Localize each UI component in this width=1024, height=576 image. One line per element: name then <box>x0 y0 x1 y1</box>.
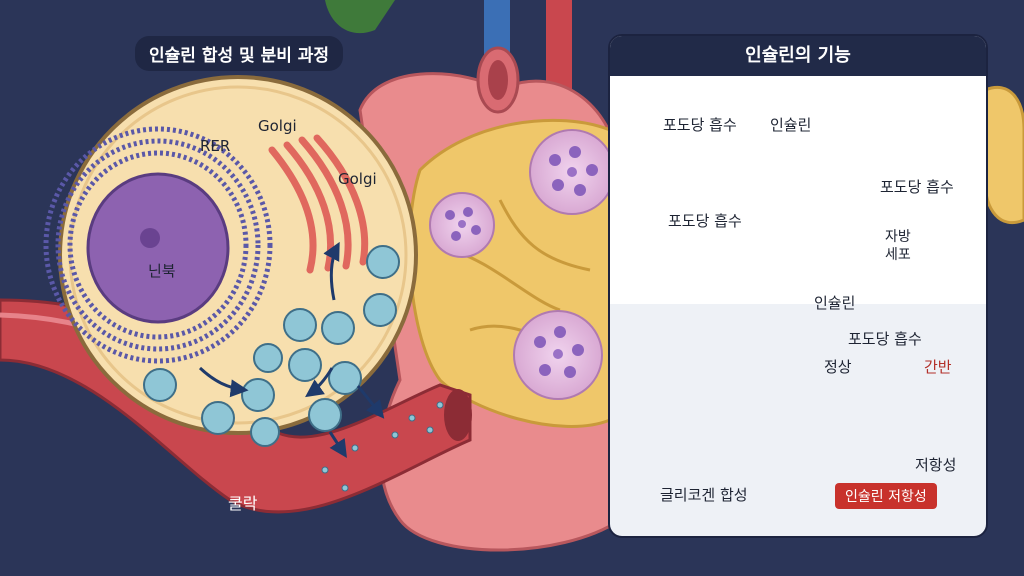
beta-cell <box>58 75 418 435</box>
islet-2 <box>529 129 615 215</box>
blood-insulin-particles <box>321 401 444 492</box>
nucleolus <box>140 228 160 248</box>
islet-3 <box>513 310 603 400</box>
islet-1 <box>429 192 495 258</box>
granule-path-arrow-1 <box>323 241 340 301</box>
green-vessel <box>325 0 395 34</box>
insulin-granules <box>143 245 400 447</box>
label-nucleus: 닌북 <box>148 262 176 280</box>
label-glycogen: 글리코겐 합성 <box>660 486 748 504</box>
secretion-arrow-2 <box>328 431 347 459</box>
nucleus <box>86 172 230 324</box>
label-resistance-small: 저항성 <box>915 456 957 474</box>
label-fat-1: 자방 <box>885 229 911 245</box>
label-insulin-mid: 인슐린 <box>814 294 856 312</box>
label-glucose-circle: 포도당 흡수 <box>668 212 742 230</box>
label-insulin-top: 인슐린 <box>770 116 812 134</box>
label-rer: RER <box>200 137 231 155</box>
resistance-badge: 인슐린 저항성 <box>835 483 937 509</box>
label-fat-2: 세포 <box>885 247 911 263</box>
left-title: 인슐린 합성 및 분비 과정 <box>135 36 344 71</box>
stomach-opening-inner <box>488 60 508 100</box>
label-liver-disease: 간반 <box>924 358 952 376</box>
rough-endoplasmic-reticulum <box>43 126 273 364</box>
label-blood: 쿨락 <box>228 494 258 513</box>
label-glucose-lower: 포도당 흡수 <box>848 330 922 348</box>
label-golgi-2: Golgi <box>338 170 377 188</box>
secretion-arrow-1 <box>356 385 385 419</box>
panel-title: 인슐린의 기능 <box>610 36 986 76</box>
label-glucose-top: 포도당 흡수 <box>663 116 737 134</box>
panel-top-section <box>610 76 986 304</box>
insulin-function-panel: 인슐린의 기능 <box>608 34 988 538</box>
granule-path-arrow-3 <box>305 367 334 398</box>
vessel-opening <box>444 389 472 441</box>
label-golgi-1: Golgi <box>258 117 297 135</box>
label-normal: 정상 <box>824 358 852 376</box>
label-muscle: 포도당 흡수 <box>880 178 954 196</box>
pancreas-tail <box>983 85 1024 224</box>
granule-path-arrow-2 <box>198 366 249 398</box>
